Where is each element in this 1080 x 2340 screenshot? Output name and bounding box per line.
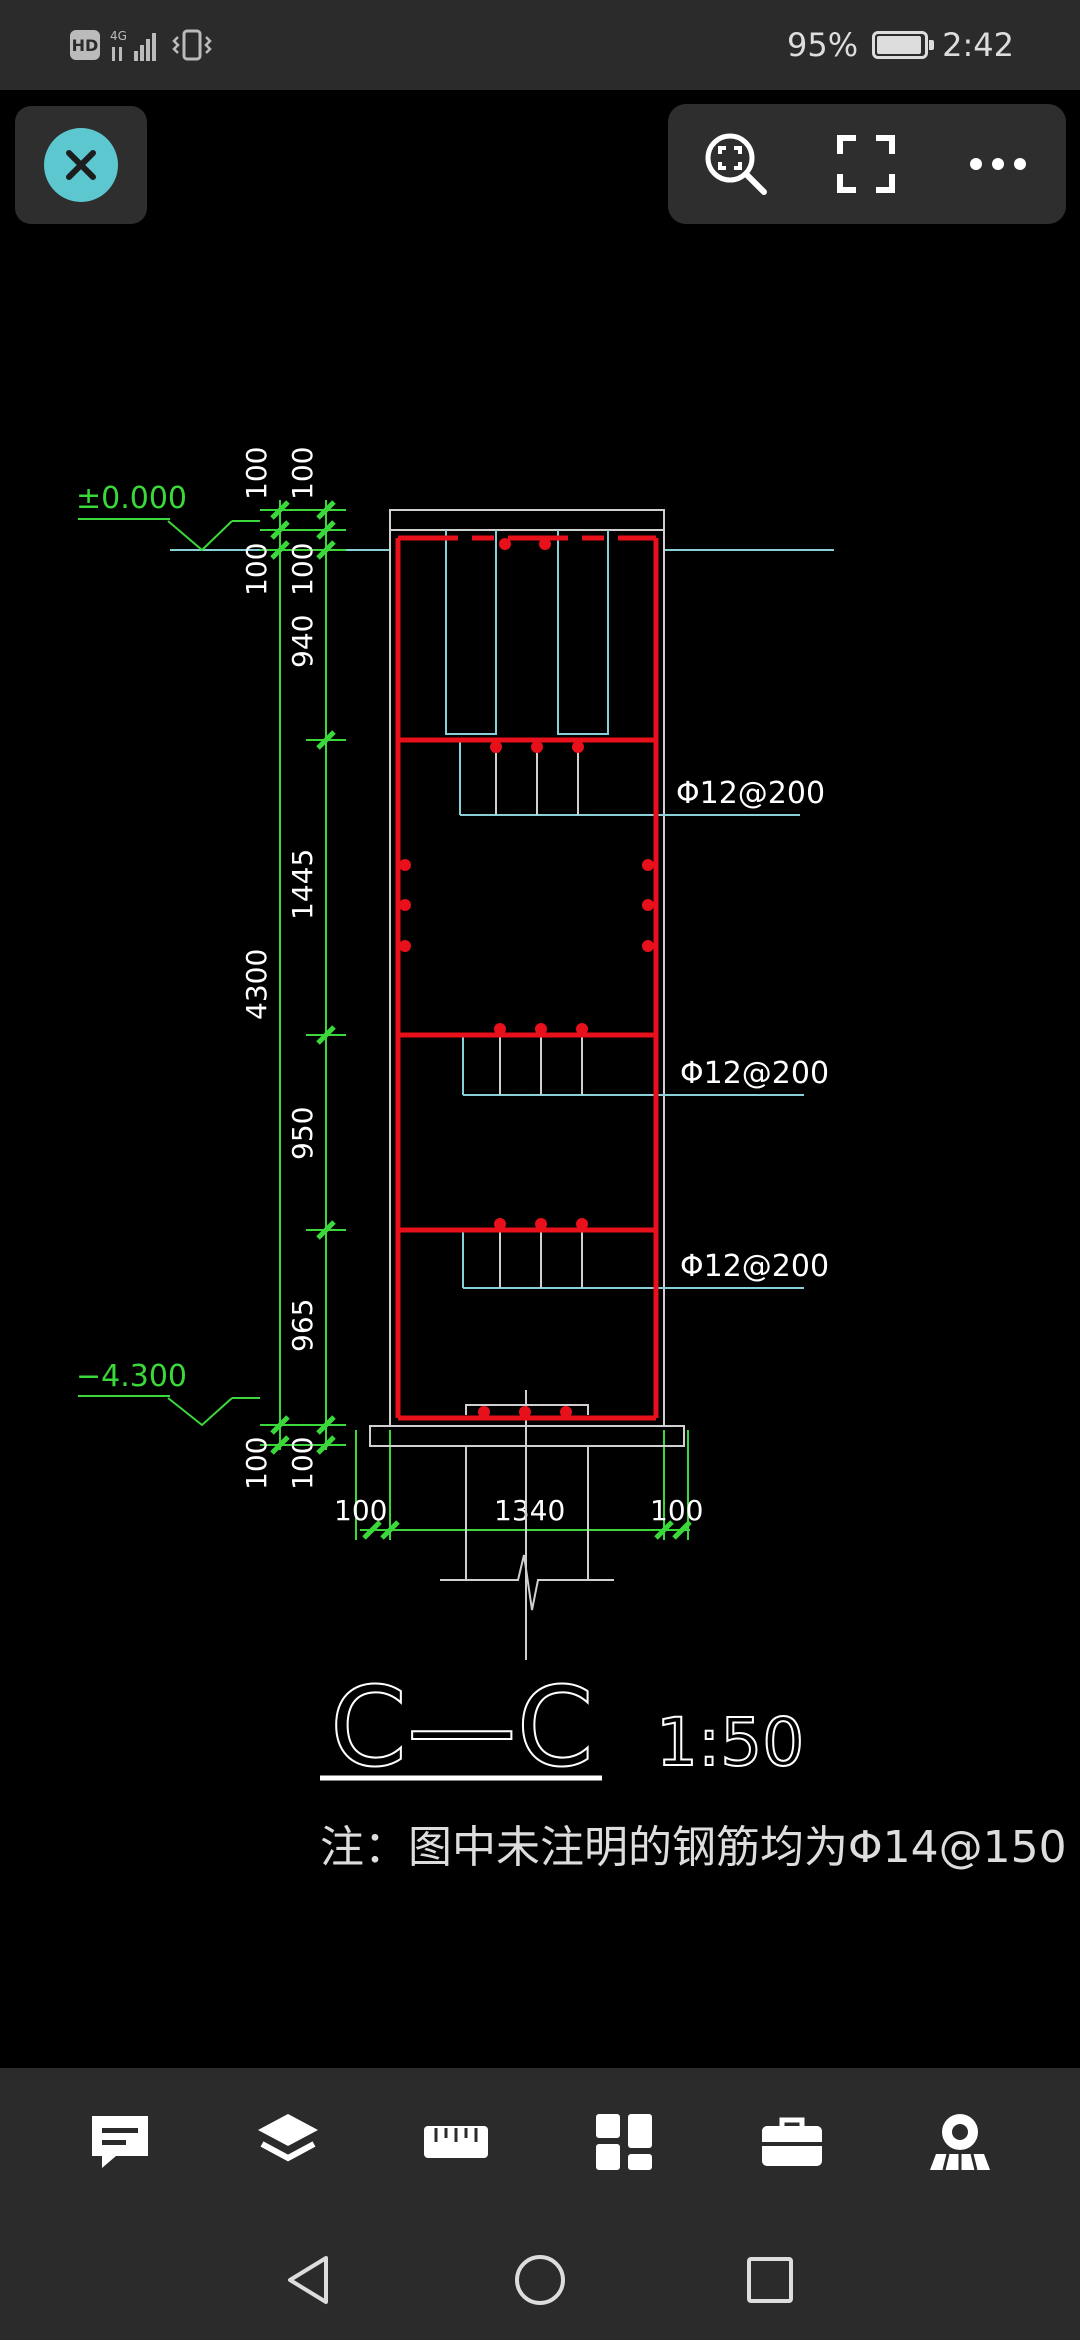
battery-icon <box>872 31 935 59</box>
viewpoint-icon <box>930 2114 990 2171</box>
dim-inner-2: 100 <box>286 543 319 596</box>
rebar-label-1: Φ12@200 <box>676 776 825 811</box>
dimension-ticks <box>270 500 692 1540</box>
rebar-label-2: Φ12@200 <box>680 1056 829 1091</box>
internal-lines <box>445 530 804 1289</box>
stirrup-legs <box>440 745 614 1660</box>
network-label: 4G <box>110 29 127 43</box>
comment-button[interactable] <box>84 2106 156 2178</box>
back-icon <box>288 2256 328 2304</box>
rebar-dots <box>399 538 654 1418</box>
battery-fill <box>877 36 921 54</box>
elevation-bottom: −4.300 <box>76 1359 187 1394</box>
back-button[interactable] <box>272 2244 344 2316</box>
hd-badge: HD <box>70 30 100 60</box>
dim-inner-6: 965 <box>286 1299 319 1352</box>
rebar-label-3: Φ12@200 <box>680 1249 829 1284</box>
comment-icon <box>92 2116 148 2168</box>
ruler-icon <box>424 2126 488 2158</box>
view-toolbar <box>668 104 1066 224</box>
dim-outer-total: 4300 <box>240 949 273 1020</box>
recents-icon <box>747 2257 793 2303</box>
vibrate-icon <box>172 29 212 61</box>
home-icon <box>515 2255 565 2305</box>
fullscreen-button[interactable] <box>830 128 902 200</box>
dim-outer-bottom: 100 <box>240 1437 273 1490</box>
cad-drawing-canvas[interactable]: ±0.000 −4.300 <box>0 0 1080 2070</box>
dim-outer-top-2: 100 <box>240 543 273 596</box>
home-button[interactable] <box>504 2244 576 2316</box>
concrete-outline <box>369 509 685 1447</box>
dim-bottom-center: 1340 <box>494 1494 565 1527</box>
section-title: C—C <box>330 1663 594 1791</box>
dim-bottom-left: 100 <box>334 1494 387 1527</box>
status-left: HD 4G <box>70 24 212 66</box>
navigation-bar <box>0 2216 1080 2340</box>
layout-icon <box>596 2114 652 2170</box>
elevation-top-marker <box>78 518 260 552</box>
fullscreen-icon <box>837 135 895 193</box>
close-panel <box>15 106 147 224</box>
zoom-fit-button[interactable] <box>700 128 772 200</box>
elevation-bottom-marker <box>78 1395 260 1427</box>
more-icon <box>970 158 1026 170</box>
elevation-top: ±0.000 <box>76 481 187 516</box>
drawing-note: 注：图中未注明的钢筋均为Φ14@150 <box>320 1822 1067 1873</box>
dim-inner-7: 100 <box>286 1437 319 1490</box>
close-button[interactable] <box>44 128 118 202</box>
toolbox-button[interactable] <box>756 2106 828 2178</box>
layers-button[interactable] <box>252 2106 324 2178</box>
dimension-lines <box>260 500 690 1540</box>
recents-button[interactable] <box>734 2244 806 2316</box>
zoom-fit-icon <box>705 133 767 195</box>
dim-outer-top-1: 100 <box>240 447 273 500</box>
dim-inner-3: 940 <box>286 615 319 668</box>
battery-text: 95% <box>787 26 859 64</box>
toolbox-icon <box>762 2117 822 2166</box>
dim-inner-1: 100 <box>286 447 319 500</box>
bottom-toolbar <box>0 2068 1080 2216</box>
rebar-cage <box>395 535 659 1421</box>
drawing-scale: 1:50 <box>656 1704 804 1781</box>
measure-button[interactable] <box>420 2106 492 2178</box>
status-bar: HD 4G 95% 2:42 <box>0 0 1080 90</box>
dim-inner-4: 1445 <box>286 849 319 920</box>
dim-inner-5: 950 <box>286 1107 319 1160</box>
dim-bottom-right: 100 <box>650 1494 703 1527</box>
layout-button[interactable] <box>588 2106 660 2178</box>
status-right: 95% 2:42 <box>787 22 1014 68</box>
viewpoint-button[interactable] <box>924 2106 996 2178</box>
more-button[interactable] <box>962 128 1034 200</box>
clock: 2:42 <box>942 26 1014 64</box>
close-icon <box>66 150 96 180</box>
layers-icon <box>258 2114 318 2162</box>
signal-icon: 4G <box>110 29 156 61</box>
